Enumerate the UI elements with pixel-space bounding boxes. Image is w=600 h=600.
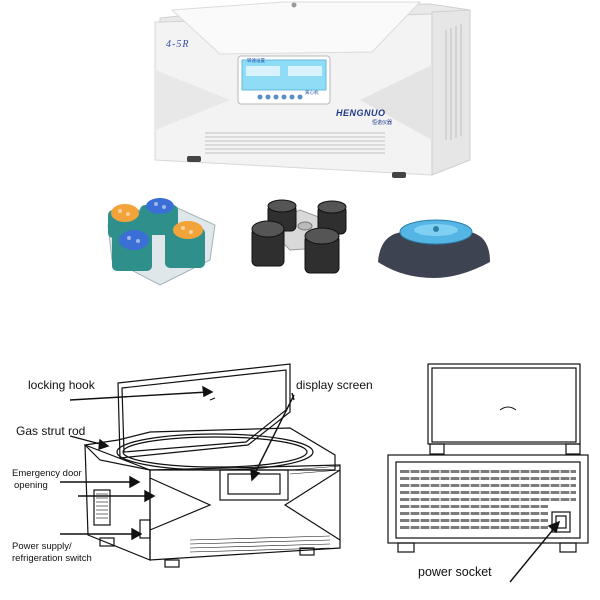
centrifuge-line-drawing-open — [83, 363, 341, 568]
label-gas-strut-rod: Gas strut rod — [16, 424, 86, 438]
leader-lines — [60, 385, 295, 541]
centrifuge-line-drawing-rear — [387, 363, 589, 553]
model-label: 4-5R — [166, 39, 190, 50]
label-power-supply-2: refrigeration switch — [12, 553, 92, 564]
label-emergency-door-1: Emergency door — [12, 468, 82, 479]
label-power-socket: power socket — [418, 565, 492, 579]
rear-vent-grid — [400, 470, 576, 529]
brand-logo: HENGNUO — [336, 108, 386, 118]
label-locking-hook: locking hook — [28, 378, 95, 392]
brand-sub-label: 恒诺仪器 — [372, 120, 393, 126]
screen-title: 转速设置 — [247, 59, 265, 64]
four-bucket-rotor — [251, 199, 347, 274]
label-display-screen: display screen — [296, 378, 373, 392]
angle-rotor — [378, 219, 490, 278]
swing-bucket-rotor-with-tubes — [107, 198, 216, 286]
screen-mode: 离心机 — [305, 91, 319, 96]
label-emergency-door-2: opening — [14, 480, 48, 491]
label-power-supply-1: Power supply/ — [12, 541, 72, 552]
